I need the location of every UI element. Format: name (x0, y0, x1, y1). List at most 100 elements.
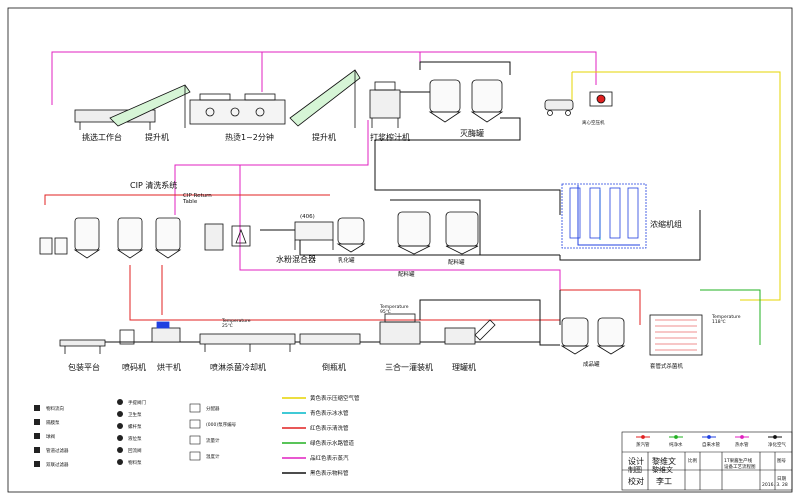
legend-left-symbol (34, 461, 40, 467)
cip-tank-3 (154, 217, 182, 259)
legend-right-symbol (189, 451, 201, 461)
drafter-name: 黎维文 (652, 465, 673, 474)
pipe-legend-text: 绿色表示水路管道 (310, 439, 355, 447)
pipe-legend-text: 品红色表示蒸汽 (310, 454, 349, 462)
label-filler: 三合一灌装机 (385, 362, 433, 372)
legend-mid-text: 液位泵 (128, 435, 142, 442)
pipe-color-legend: 黄色表示压缩空气管青色表示冰水管红色表示清洗管绿色表示水路管道品红色表示蒸汽黑色… (282, 394, 360, 477)
bottle-inverter (299, 333, 361, 345)
label-evaporator: 浓缩机组 (650, 219, 682, 229)
label-pump-406: (406) (300, 214, 315, 220)
legend-right-text: 温度计 (206, 453, 220, 460)
legend-left-text: 球阀 (46, 433, 55, 440)
material-pipe-filler (419, 299, 560, 346)
designer-label: 设计 (628, 456, 644, 466)
title-block-text: 设计 黎维文 制图 黎维文 校对 李工 1T果酱生产线设备工艺流程图 比例 图号… (628, 456, 788, 488)
cip-tank-small-1 (39, 237, 53, 255)
label-cip-system: CIP 清洗系统 (130, 180, 177, 190)
legend-mid-symbol (117, 411, 123, 417)
legend-left-symbol (34, 405, 40, 411)
legend-right-text: 分配器 (206, 405, 220, 412)
legend-left-symbol (34, 433, 40, 439)
dryer-machine (151, 321, 181, 343)
legend-right-symbol (189, 435, 201, 445)
legend-right-text: 流量计 (206, 437, 220, 444)
label-emulsion-tank: 乳化罐 (338, 256, 355, 264)
pipe-legend-text: 青色表示冰水管 (310, 409, 349, 417)
air-compressor (544, 91, 613, 116)
label-air-compressor: 离心空压机 (582, 119, 605, 126)
emulsion-tank (336, 217, 366, 253)
pulper-machine (369, 81, 401, 128)
drawing-name: 1T果酱生产线设备工艺流程图 (724, 457, 756, 470)
label-pulper: 打浆榨汁机 (370, 132, 410, 142)
label-coder: 喷码机 (122, 362, 146, 372)
label-batch-tank-2: 配料罐 (448, 258, 465, 266)
equipment (39, 69, 703, 356)
material-pipe-evap (559, 210, 701, 261)
pipe-type-text: 净化空气 (768, 441, 786, 448)
pipe-type-text: 自来水管 (702, 441, 720, 448)
label-enzyme-tank: 灭酶罐 (460, 128, 484, 138)
label-cip-return-line1: CIP Return (183, 193, 212, 199)
pipe-type-text: 蒸汽管 (636, 441, 650, 448)
label-powder-mixer: 水粉混合器 (276, 254, 316, 264)
label-sorting-table: 挑选工作台 (82, 132, 122, 142)
pipe-type-text: 纯净水 (669, 441, 683, 448)
label-packing-platform: 包装平台 (68, 362, 100, 372)
label-batch-tank-1: 配料罐 (398, 270, 415, 278)
material-pipe-tanks (390, 199, 481, 255)
material-pipe-enzyme-out (374, 117, 561, 215)
label-bottle-inverter: 倒瓶机 (322, 362, 346, 372)
legend-mid-text: 回流阀 (128, 447, 142, 454)
legend-mid-text: 卫生泵 (128, 411, 142, 418)
pipe-type-valve (740, 435, 744, 439)
pipe-type-valve (707, 435, 711, 439)
label-spray-cooler: 喷淋杀菌冷却机 (210, 362, 266, 372)
cip-control-box (231, 225, 251, 247)
cip-tank-1 (73, 217, 101, 259)
batch-tank-2 (445, 211, 479, 255)
drafter-label: 制图 (628, 465, 642, 474)
enzyme-tank-2 (470, 79, 504, 123)
legend-right-text: (000)泵序编号 (206, 421, 237, 428)
packing-platform (59, 339, 106, 354)
pipe-type-valve (674, 435, 678, 439)
steam-pipe-top (51, 51, 597, 105)
pipe-type-valve (641, 435, 645, 439)
cip-red-3 (560, 289, 641, 325)
tube-sterilizer (649, 314, 703, 356)
legend-left-text: 隔膜泵 (46, 419, 60, 426)
cip-tank-2 (116, 217, 144, 259)
legend-left-symbol (34, 447, 40, 453)
label-elevator-2: 提升机 (312, 132, 336, 142)
legend-mid-symbol (117, 447, 123, 453)
enzyme-tank-1 (428, 79, 462, 123)
powder-mixer (294, 221, 334, 250)
pipe-type-valve (773, 435, 777, 439)
legend-left-text: 物料流向 (46, 405, 64, 412)
cip-return-magenta (174, 120, 369, 215)
legend-mid-symbol (117, 435, 123, 441)
blanching-machine (189, 93, 286, 125)
legend-right-symbol (189, 403, 201, 413)
title-block: 蒸汽管 纯净水 自来水管 热水管 净化空气 (621, 431, 793, 491)
pipe-legend-text: 黄色表示压缩空气管 (310, 394, 360, 402)
cip-red-drop (129, 265, 560, 321)
legend-mid-symbol (117, 459, 123, 465)
spray-cooler (199, 333, 296, 352)
label-blanching: 热烫1~2分钟 (225, 132, 274, 142)
legend-mid-text: 螺杆泵 (128, 423, 142, 430)
legend-mid-text: 物料泵 (128, 459, 142, 466)
coding-machine (119, 329, 135, 345)
pipe-type-text: 热水管 (735, 441, 749, 448)
label-elevator-1: 提升机 (145, 132, 169, 142)
cip-magenta-2 (239, 165, 561, 290)
